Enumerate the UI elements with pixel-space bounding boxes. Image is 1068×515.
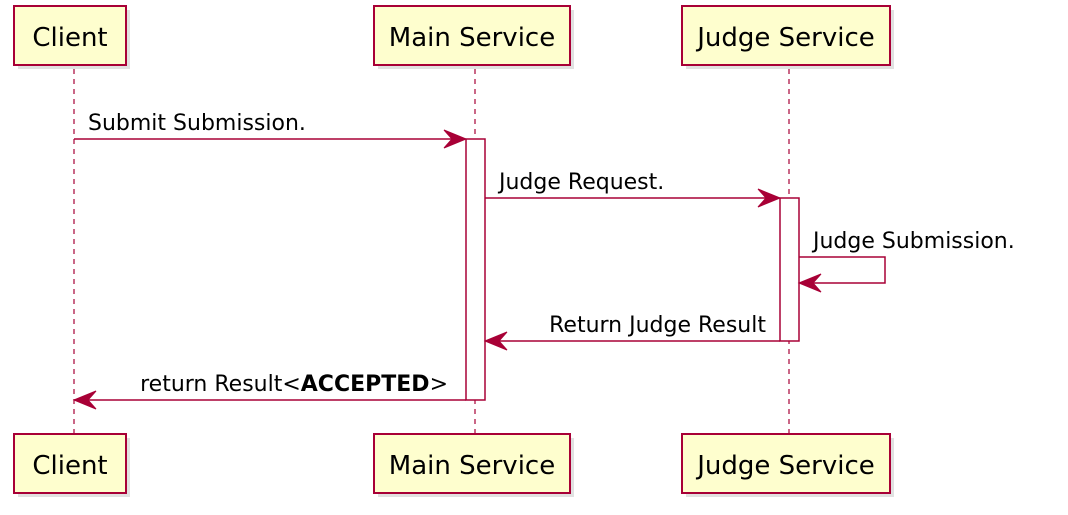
message-return-result: return Result<ACCEPTED> bbox=[72, 372, 466, 410]
arrowhead-icon bbox=[757, 188, 782, 208]
participant-judge-service-bottom: Judge Service bbox=[681, 433, 894, 497]
message-judge-request: Judge Request. bbox=[485, 170, 782, 208]
participant-judge-service-bottom-label: Judge Service bbox=[695, 451, 875, 481]
arrowhead-icon bbox=[72, 390, 97, 410]
participant-main-service-top: Main Service bbox=[373, 5, 574, 69]
participant-client-top-label: Client bbox=[32, 23, 107, 53]
arrowhead-icon bbox=[797, 273, 822, 293]
arrowhead-icon bbox=[483, 331, 508, 351]
participant-main-service-bottom-label: Main Service bbox=[389, 451, 555, 481]
participant-judge-service-top: Judge Service bbox=[681, 5, 894, 69]
participant-client-bottom-label: Client bbox=[32, 451, 107, 481]
message-submit-submission: Submit Submission. bbox=[74, 111, 468, 149]
participant-client-top: Client bbox=[13, 5, 130, 69]
message-judge-submission: Judge Submission. bbox=[797, 229, 1015, 293]
participant-main-service-bottom: Main Service bbox=[373, 433, 574, 497]
participant-client-bottom: Client bbox=[13, 433, 130, 497]
participant-main-service-top-label: Main Service bbox=[389, 23, 555, 53]
message-submit-submission-label: Submit Submission. bbox=[88, 111, 306, 136]
activation-judge-service bbox=[779, 197, 800, 342]
message-return-result-label: return Result<ACCEPTED> bbox=[140, 372, 448, 397]
arrowhead-icon bbox=[443, 129, 468, 149]
message-return-result-suffix: > bbox=[430, 372, 448, 397]
activation-main-service bbox=[465, 138, 486, 401]
participant-judge-service-top-label: Judge Service bbox=[695, 23, 875, 53]
message-return-judge-result-label: Return Judge Result bbox=[549, 313, 766, 338]
message-judge-request-label: Judge Request. bbox=[497, 170, 664, 195]
message-return-result-status: ACCEPTED bbox=[301, 372, 430, 397]
message-return-judge-result: Return Judge Result bbox=[483, 313, 780, 351]
message-return-result-prefix: return Result< bbox=[140, 372, 301, 397]
message-judge-submission-label: Judge Submission. bbox=[811, 229, 1015, 254]
